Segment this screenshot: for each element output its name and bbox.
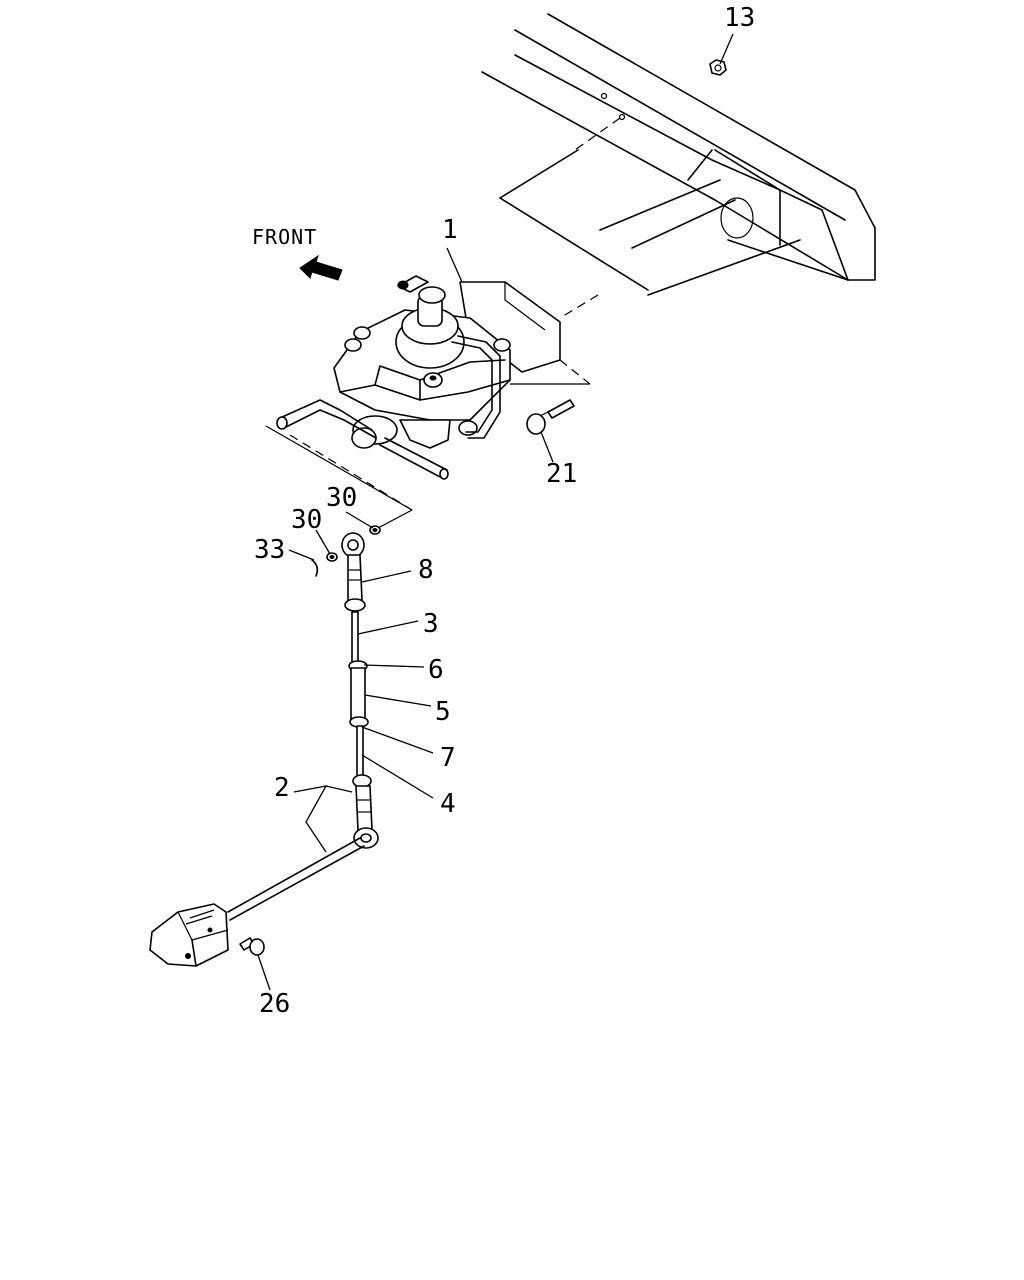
callout-26: 26 bbox=[259, 989, 290, 1019]
callout-5: 5 bbox=[435, 697, 451, 727]
callout-2: 2 bbox=[274, 773, 290, 803]
assembly-leaders bbox=[265, 425, 413, 529]
mounting-plate-outline bbox=[499, 149, 649, 385]
washer-30-a bbox=[326, 552, 338, 562]
callout-7: 7 bbox=[440, 743, 456, 773]
bolt-26 bbox=[239, 937, 265, 956]
callout-8: 8 bbox=[418, 555, 434, 585]
callout-1: 1 bbox=[442, 215, 458, 245]
callout-30-upper: 30 bbox=[326, 483, 357, 513]
load-sensing-valve bbox=[276, 275, 561, 480]
callout-6: 6 bbox=[428, 655, 444, 685]
callout-33: 33 bbox=[254, 535, 285, 565]
callout-21: 21 bbox=[546, 459, 577, 489]
frame-rail bbox=[481, 13, 876, 296]
callout-leaders bbox=[257, 33, 734, 991]
linkage-rod-assembly bbox=[341, 532, 379, 849]
cotter-pin-33 bbox=[311, 559, 319, 577]
front-direction-label: FRONT bbox=[252, 225, 317, 249]
callout-13: 13 bbox=[724, 3, 755, 33]
front-arrow-icon bbox=[299, 254, 343, 281]
callout-30-lower: 30 bbox=[291, 505, 322, 535]
lever-arm bbox=[149, 837, 365, 967]
callout-3: 3 bbox=[423, 609, 439, 639]
callout-4: 4 bbox=[440, 789, 456, 819]
nut-13 bbox=[709, 59, 727, 76]
bolt-21 bbox=[526, 399, 575, 435]
